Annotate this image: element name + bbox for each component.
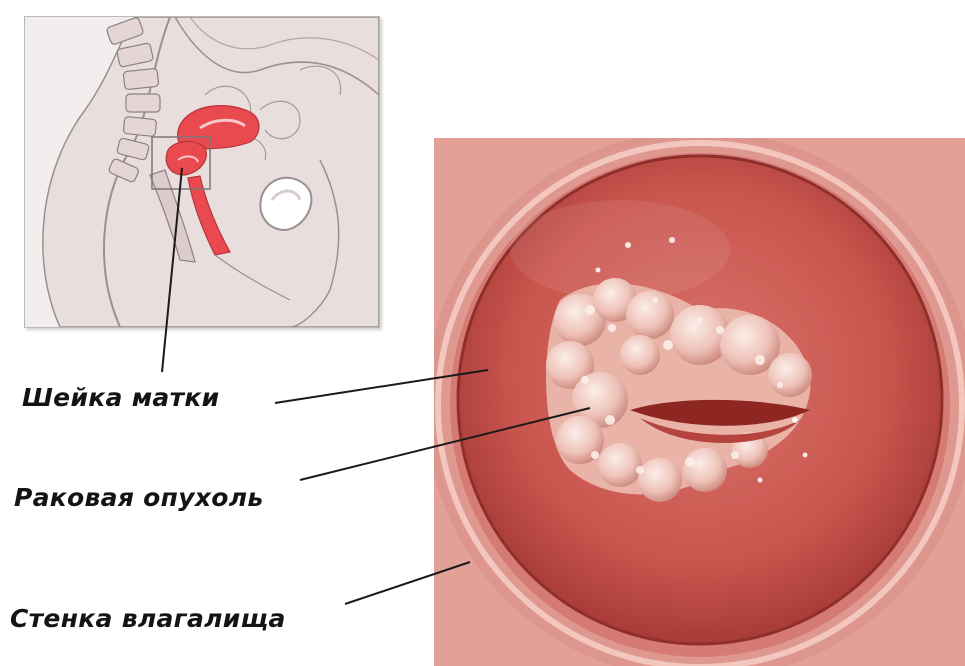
label-tumor: Раковая опухоль: [14, 483, 263, 512]
cervix-closeup: [425, 130, 965, 666]
sagittal-section: [25, 17, 379, 327]
label-vaginal-wall: Стенка влагалища: [10, 604, 286, 633]
label-cervix: Шейка матки: [22, 383, 219, 412]
